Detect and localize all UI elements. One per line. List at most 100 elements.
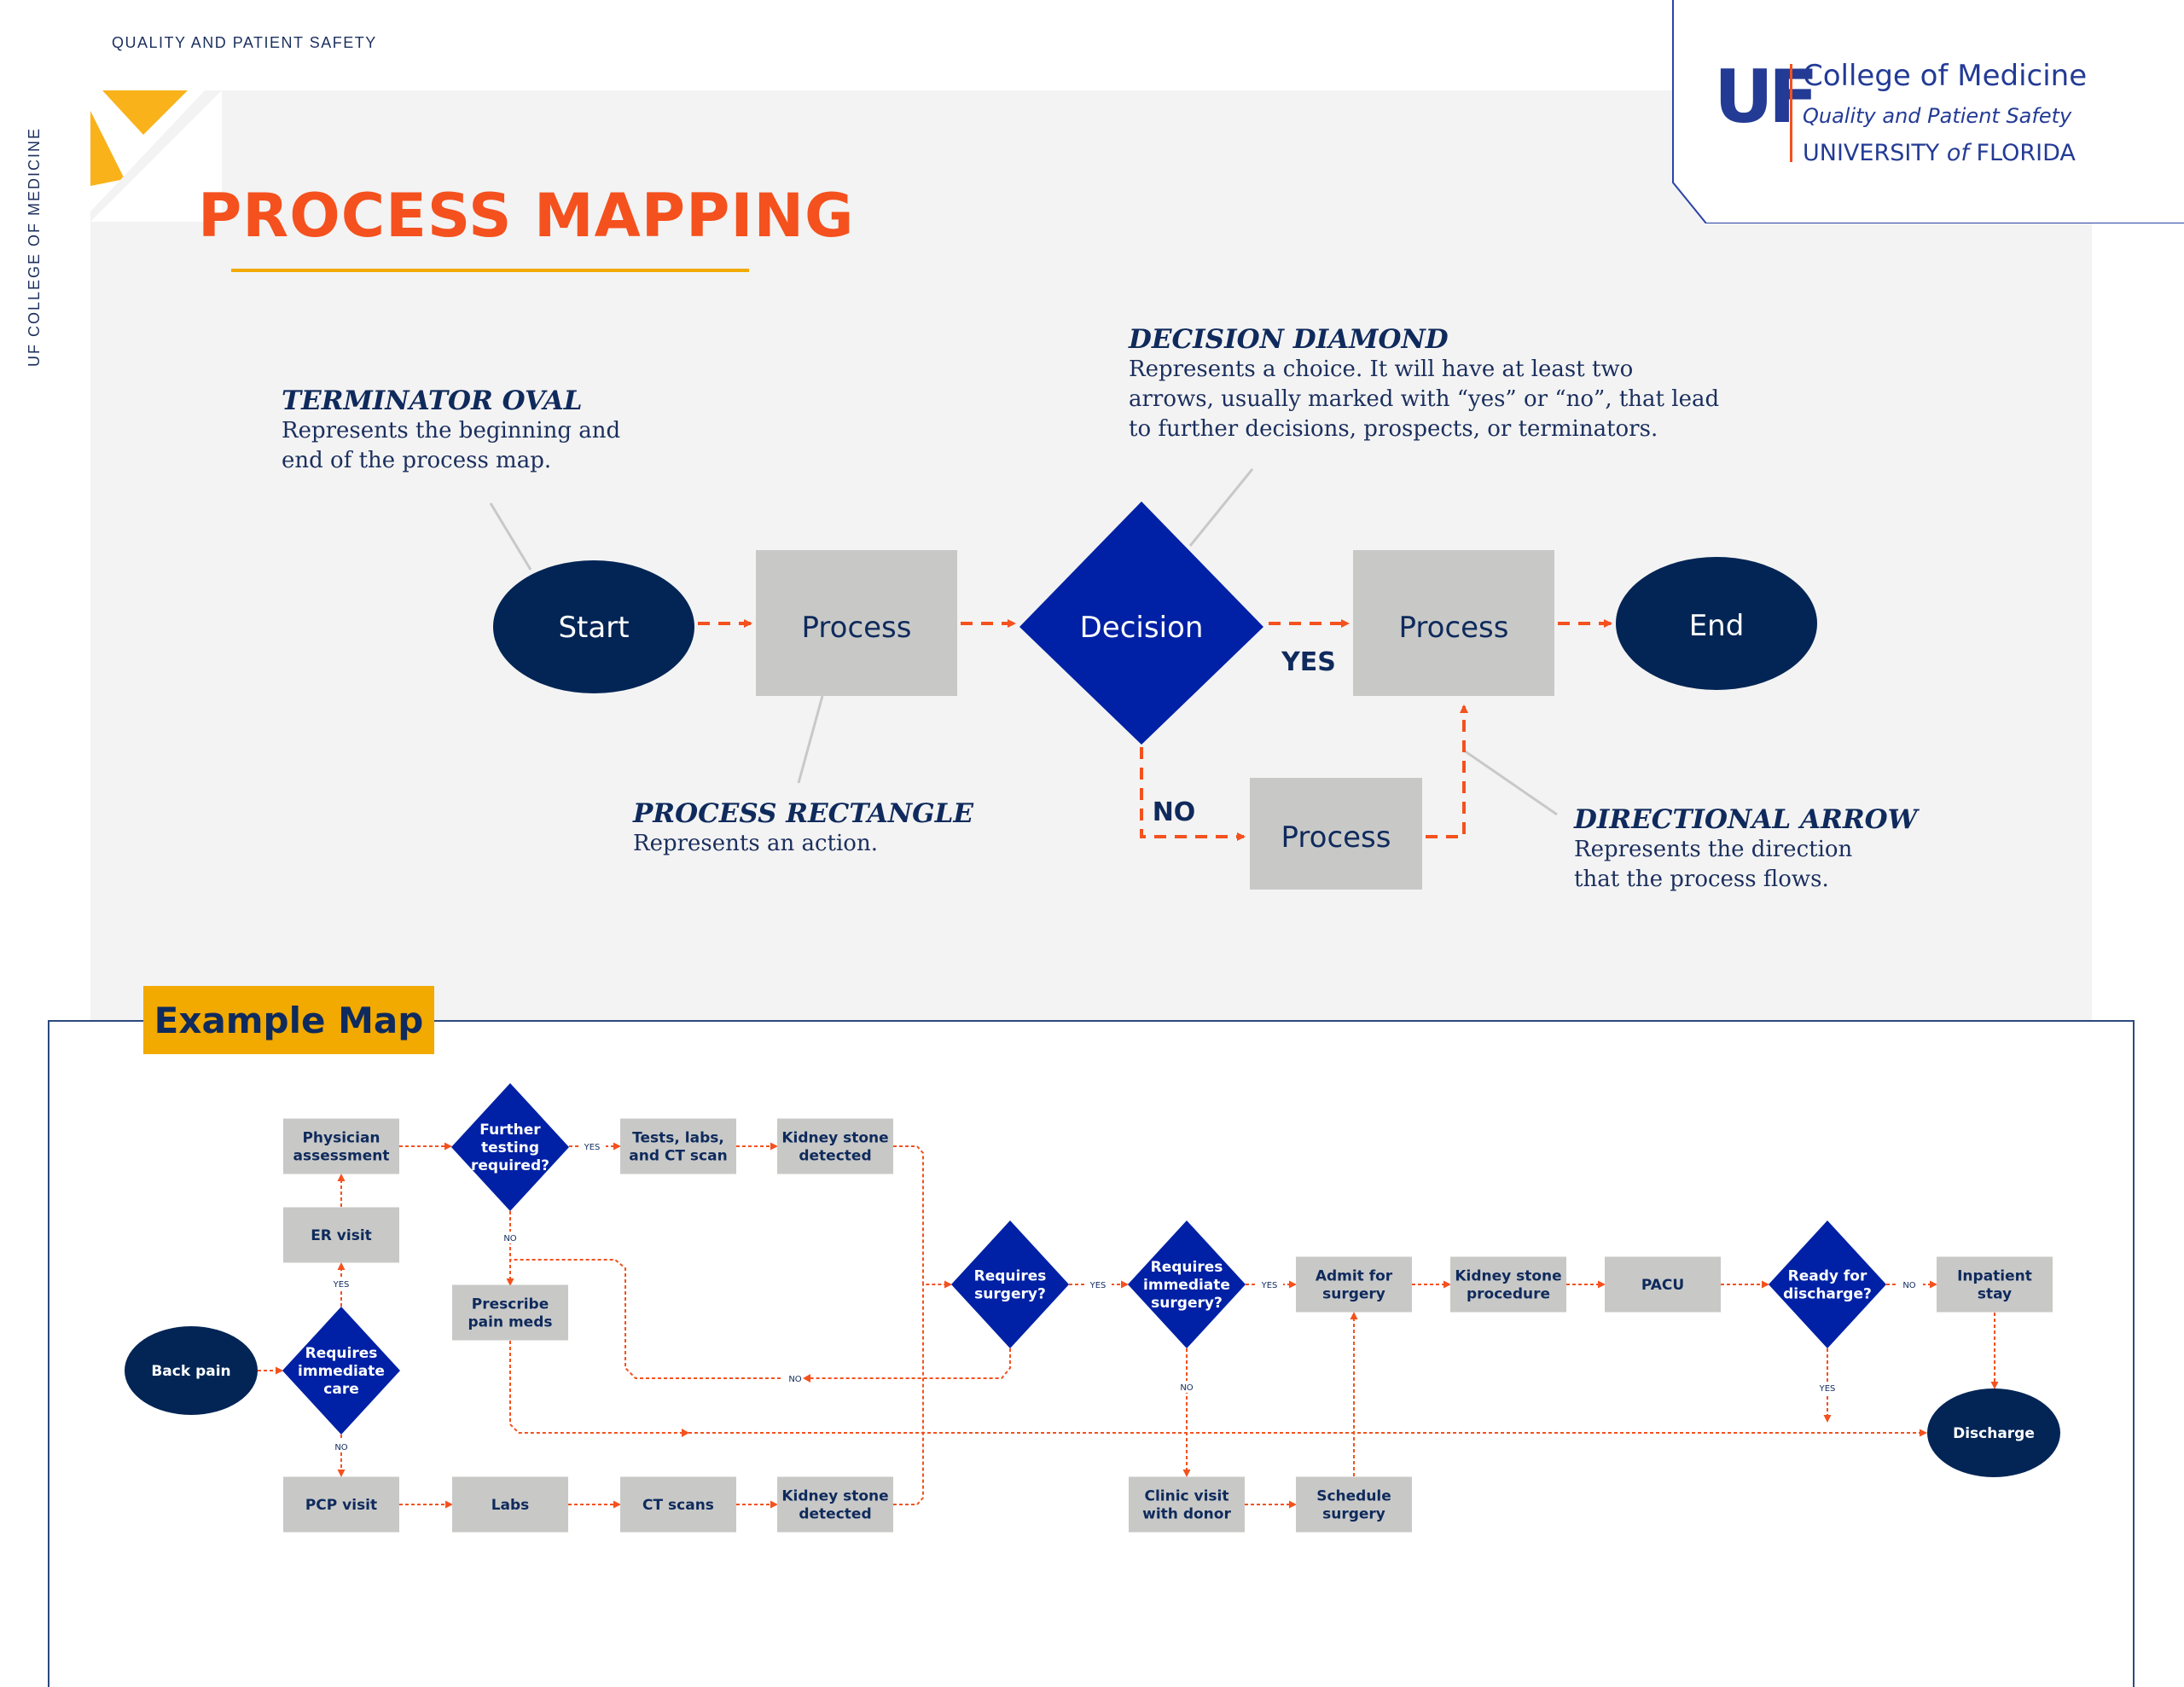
legend-diagram: Start Process Decision Process End Proce… xyxy=(489,468,1817,890)
callout-text-line: Represents a choice. It will have at lea… xyxy=(1129,357,1634,382)
callout-text-line: that the process flows. xyxy=(1574,867,1829,892)
node-tests-labs-label: Tests, labs,and CT scan xyxy=(629,1130,727,1165)
terminator-end xyxy=(1616,557,1817,690)
edge-kidney-bottom-join xyxy=(893,1284,924,1505)
logo-subtitle: Quality and Patient Safety xyxy=(1803,104,2072,128)
leader-line-terminator xyxy=(489,502,532,571)
decision-label: Decision xyxy=(1080,611,1204,645)
edge-no-loop-to-prescribe-line xyxy=(510,1259,810,1379)
uf-logo-box: UF College of Medicine Quality and Patie… xyxy=(1672,0,2184,223)
node-pacu-shape xyxy=(1605,1256,1721,1313)
edge-label-yes: YES xyxy=(584,1143,601,1152)
node-prescribe-shape xyxy=(452,1284,568,1341)
process-box-3 xyxy=(1250,778,1422,890)
edge-label-no: NO xyxy=(1180,1383,1193,1393)
edge-label-bg xyxy=(578,1140,606,1152)
edge-label-bg xyxy=(328,1278,355,1290)
edge-label-bg xyxy=(1173,1381,1200,1393)
callout-text-line: to further decisions, prospects, or term… xyxy=(1129,416,1658,442)
no-label: NO xyxy=(1153,797,1196,827)
callout-text-line: end of the process map. xyxy=(282,448,552,473)
node-clinic-shape xyxy=(1129,1476,1245,1533)
logo-divider xyxy=(1790,64,1792,162)
node-req-immediate-care-shape xyxy=(282,1307,400,1435)
example-map-label: Example Map xyxy=(143,986,434,1054)
node-req-surgery-shape xyxy=(951,1220,1069,1348)
edge-label-no: NO xyxy=(1902,1281,1915,1290)
node-tests-labs-shape xyxy=(620,1118,736,1174)
edge-label-yes: YES xyxy=(1261,1281,1278,1290)
callout-arrow: DIRECTIONAL ARROW Represents the directi… xyxy=(1574,804,1917,895)
edge-label-no: NO xyxy=(503,1234,516,1244)
decision-diamond xyxy=(1019,501,1263,745)
leader-line-process xyxy=(797,695,824,784)
edge-label-bg xyxy=(1814,1382,1841,1394)
edge-label-no: NO xyxy=(334,1443,347,1452)
process-1-label: Process xyxy=(802,611,912,645)
leader-line-decision xyxy=(1188,468,1254,547)
logo-university: UNIVERSITY of FLORIDA xyxy=(1803,140,2076,166)
corner-chevron-decoration xyxy=(85,85,222,222)
process-box-2 xyxy=(1353,550,1554,696)
callout-decision: DECISION DIAMOND Represents a choice. It… xyxy=(1129,324,1719,444)
node-back-pain-label: Back pain xyxy=(151,1363,230,1380)
callout-text-line: Represents an action. xyxy=(633,831,878,856)
edge-label-yes: YES xyxy=(1819,1384,1836,1394)
node-further-testing-shape xyxy=(451,1083,569,1211)
callout-text-line: arrows, usually marked with “yes” or “no… xyxy=(1129,386,1720,412)
node-ready-discharge-shape xyxy=(1769,1220,1886,1348)
callout-terminator: TERMINATOR OVAL Represents the beginning… xyxy=(282,386,620,476)
node-ct-scans-shape xyxy=(620,1476,736,1533)
node-physician-shape xyxy=(283,1118,399,1174)
node-req-imm-surgery-shape xyxy=(1128,1220,1246,1348)
node-schedule-shape xyxy=(1296,1476,1412,1533)
node-labs-label: Labs xyxy=(491,1497,530,1514)
node-pcp-label: PCP visit xyxy=(305,1497,377,1514)
edge-label-yes: YES xyxy=(1089,1281,1107,1290)
page-title: PROCESS MAPPING xyxy=(198,181,855,251)
yes-label: YES xyxy=(1281,647,1336,677)
callout-text-line: Represents the beginning and xyxy=(282,418,621,443)
edge-label-yes: YES xyxy=(333,1280,350,1290)
edge-kidney-top-to-surgery xyxy=(893,1145,952,1289)
callout-heading: TERMINATOR OVAL xyxy=(282,386,583,416)
uf-mark: UF xyxy=(1714,55,1814,140)
callout-text-line: Represents the direction xyxy=(1574,837,1853,862)
node-discharge-shape xyxy=(1927,1388,2060,1477)
edge-midpoint-arrowhead xyxy=(682,1429,689,1437)
title-underline xyxy=(231,269,749,272)
node-ct-scans-label: CT scans xyxy=(642,1497,714,1514)
edge-label-bg xyxy=(328,1441,355,1452)
process-2-label: Process xyxy=(1399,611,1509,645)
edge-surgery-no-back xyxy=(810,1348,1011,1379)
node-discharge-label: Discharge xyxy=(1953,1425,2035,1442)
logo-college: College of Medicine xyxy=(1803,59,2087,93)
gold-triangle-top xyxy=(102,90,188,135)
callout-process: PROCESS RECTANGLE Represents an action. xyxy=(633,798,973,859)
edge-label-bg xyxy=(781,1372,809,1384)
node-er-visit-shape xyxy=(283,1207,399,1263)
node-back-pain-shape xyxy=(125,1326,258,1415)
terminator-start xyxy=(493,560,694,693)
end-label: End xyxy=(1689,609,1745,643)
arrow-process3-up xyxy=(1426,704,1468,838)
start-label: Start xyxy=(558,611,629,645)
leader-line-arrow xyxy=(1463,749,1558,816)
node-inpatient-shape xyxy=(1937,1256,2053,1313)
edge-label-bg xyxy=(1256,1278,1283,1290)
node-kidney-top-shape xyxy=(777,1118,893,1174)
callout-heading: DECISION DIAMOND xyxy=(1129,324,1449,355)
